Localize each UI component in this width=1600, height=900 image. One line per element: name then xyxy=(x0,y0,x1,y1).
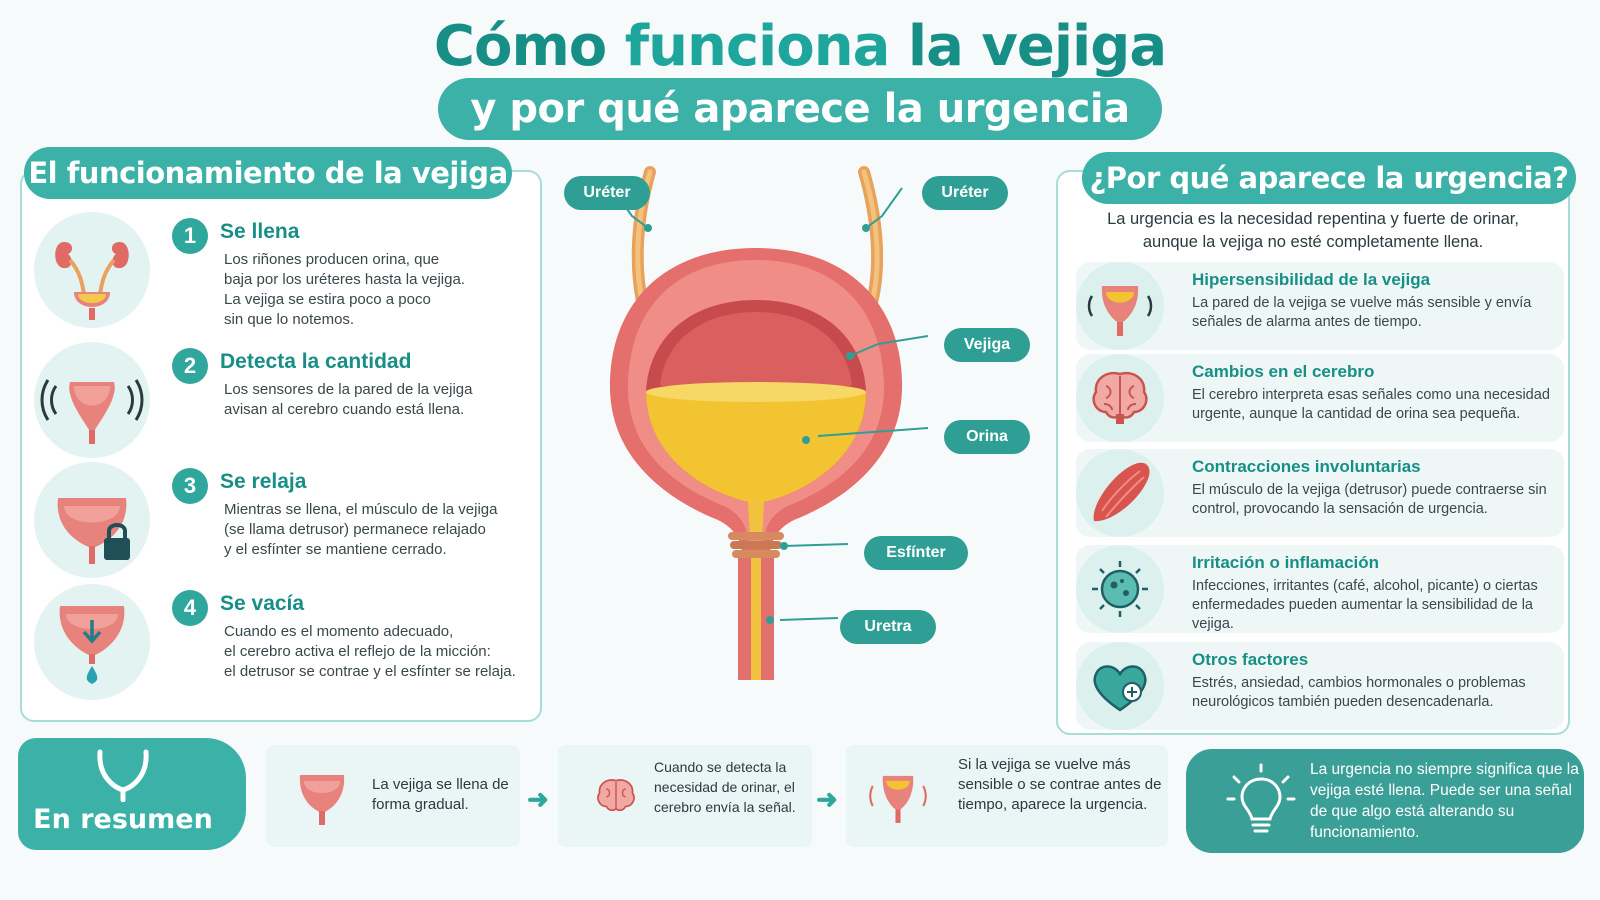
summary-item-text: Si la vejiga se vuelve más sensible o se… xyxy=(958,756,1162,813)
step-description: Cuando es el momento adecuado, el cerebr… xyxy=(224,623,516,680)
cause-description: Estrés, ansiedad, cambios hormonales o p… xyxy=(1192,675,1526,710)
step-title: Detecta la cantidad xyxy=(220,350,412,373)
cause-title: Otros factores xyxy=(1192,650,1309,669)
germ-icon xyxy=(1076,545,1164,633)
cause-title: Cambios en el cerebro xyxy=(1192,362,1375,381)
label-sphincter: Esfínter xyxy=(864,536,968,570)
step-number: 2 xyxy=(172,348,208,384)
brain-icon xyxy=(1076,354,1164,442)
sensitive-bladder-icon xyxy=(869,775,927,823)
cause-title: Irritación o inflamación xyxy=(1192,553,1380,572)
label-urethra: Uretra xyxy=(840,610,936,644)
title-part-2: funciona xyxy=(624,14,891,79)
key-message-text: La urgencia no siempre significa que la … xyxy=(1310,761,1579,841)
bladder-signal-icon xyxy=(34,342,150,458)
summary-item-text: La vejiga se llena de forma gradual. xyxy=(372,776,509,813)
step-2: 2 Detecta la cantidad Los sensores de la… xyxy=(34,342,534,460)
cause-4: Irritación o inflamación Infecciones, ir… xyxy=(1076,545,1564,633)
cause-description: El cerebro interpreta esas señales como … xyxy=(1192,387,1550,422)
cause-title: Contracciones involuntarias xyxy=(1192,457,1421,476)
arrow-right-icon: ➜ xyxy=(816,784,838,814)
step-4: 4 Se vacía Cuando es el momento adecuado… xyxy=(34,584,534,702)
kidneys-bladder-icon xyxy=(34,212,150,328)
brain-icon xyxy=(597,779,635,812)
step-title: Se relaja xyxy=(220,470,307,493)
right-panel-heading: ¿Por qué aparece la urgencia? xyxy=(1082,152,1576,204)
label-ureter-right: Uréter xyxy=(922,176,1008,210)
left-panel-heading: El funcionamiento de la vejiga xyxy=(24,147,512,199)
cause-description: El músculo de la vejiga (detrusor) puede… xyxy=(1192,482,1547,517)
step-number: 4 xyxy=(172,590,208,626)
step-description: Los riñones producen orina, que baja por… xyxy=(224,251,465,328)
summary-heading-box: En resumen xyxy=(18,738,246,850)
step-3: 3 Se relaja Mientras se llena, el múscul… xyxy=(34,462,534,580)
heart-icon xyxy=(1076,642,1164,730)
step-title: Se vacía xyxy=(220,592,305,615)
page-subtitle: y por qué aparece la urgencia xyxy=(438,78,1162,140)
step-description: Los sensores de la pared de la vejiga av… xyxy=(224,381,473,418)
cause-description: La pared de la vejiga se vuelve más sens… xyxy=(1192,295,1532,330)
step-number: 1 xyxy=(172,218,208,254)
cause-1: Hipersensibilidad de la vejiga La pared … xyxy=(1076,262,1564,350)
summary-item-1: La vejiga se llena de forma gradual. xyxy=(266,745,520,847)
muscle-icon xyxy=(1076,449,1164,537)
title-part-1: Cómo xyxy=(433,14,625,79)
urgency-definition: La urgencia es la necesidad repentina y … xyxy=(1107,210,1519,251)
label-urine: Orina xyxy=(944,420,1030,454)
cause-3: Contracciones involuntarias El músculo d… xyxy=(1076,449,1564,537)
cause-2: Cambios en el cerebro El cerebro interpr… xyxy=(1076,354,1564,442)
bladder-drop-icon xyxy=(34,584,150,700)
key-message-box: La urgencia no siempre significa que la … xyxy=(1186,749,1584,853)
sensitive-bladder-icon xyxy=(1076,262,1164,350)
bladder-lock-icon xyxy=(34,462,150,578)
cause-description: Infecciones, irritantes (café, alcohol, … xyxy=(1192,578,1538,632)
step-title: Se llena xyxy=(220,220,300,243)
label-bladder: Vejiga xyxy=(944,328,1030,362)
summary-bladder-icon xyxy=(97,749,149,802)
summary-item-text: Cuando se detecta la necesidad de orinar… xyxy=(654,759,796,815)
lightbulb-icon xyxy=(1226,763,1296,833)
summary-item-3: Si la vejiga se vuelve más sensible o se… xyxy=(846,745,1168,847)
cause-5: Otros factores Estrés, ansiedad, cambios… xyxy=(1076,642,1564,730)
label-ureter-left: Uréter xyxy=(564,176,650,210)
page-title: Cómo funciona la vejiga xyxy=(0,14,1600,79)
bladder-icon xyxy=(299,775,345,825)
bladder-anatomy-diagram xyxy=(609,166,929,680)
step-number: 3 xyxy=(172,468,208,504)
step-description: Mientras se llena, el músculo de la veji… xyxy=(224,501,498,558)
arrow-right-icon: ➜ xyxy=(527,784,549,814)
step-1: 1 Se llena Los riñones producen orina, q… xyxy=(34,212,534,330)
summary-heading: En resumen xyxy=(33,804,213,835)
summary-item-2: Cuando se detecta la necesidad de orinar… xyxy=(558,745,812,847)
cause-title: Hipersensibilidad de la vejiga xyxy=(1192,270,1431,289)
title-part-3: la vejiga xyxy=(889,14,1167,79)
